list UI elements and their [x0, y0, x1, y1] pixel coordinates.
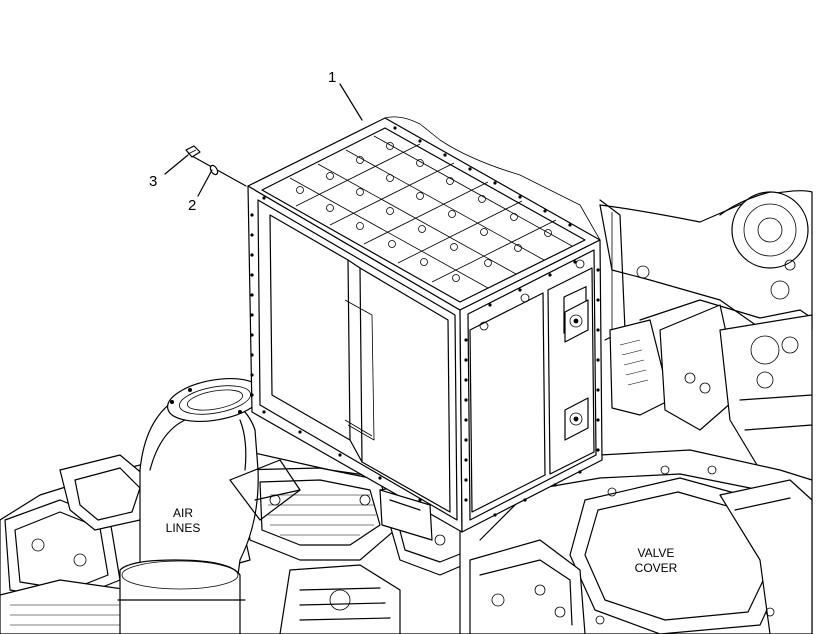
washer-and-bolt — [185, 145, 247, 187]
left-flange-bolts — [250, 196, 422, 502]
end-cover-ports — [563, 286, 589, 441]
valve-cover-label-line1: VALVE — [638, 546, 675, 560]
callout-3: 3 — [149, 173, 157, 190]
air-lines-label-line2: LINES — [166, 521, 201, 535]
end-flange-bolts — [464, 260, 600, 517]
top-studs — [296, 142, 552, 282]
air-lines-label-line1: AIR — [173, 506, 193, 520]
valve-cover-label-line2: COVER — [635, 561, 678, 575]
top-grid — [289, 135, 573, 289]
air-lines-elbow: AIR LINES — [117, 378, 301, 634]
callout-leaders — [164, 83, 363, 197]
valve-cover-housing — [459, 449, 813, 634]
aftercooler-core — [247, 116, 603, 541]
callout-1: 1 — [328, 69, 336, 86]
callout-2: 2 — [188, 197, 196, 214]
top-edge-bolts — [393, 126, 572, 227]
turbocharger-assembly — [599, 190, 813, 481]
